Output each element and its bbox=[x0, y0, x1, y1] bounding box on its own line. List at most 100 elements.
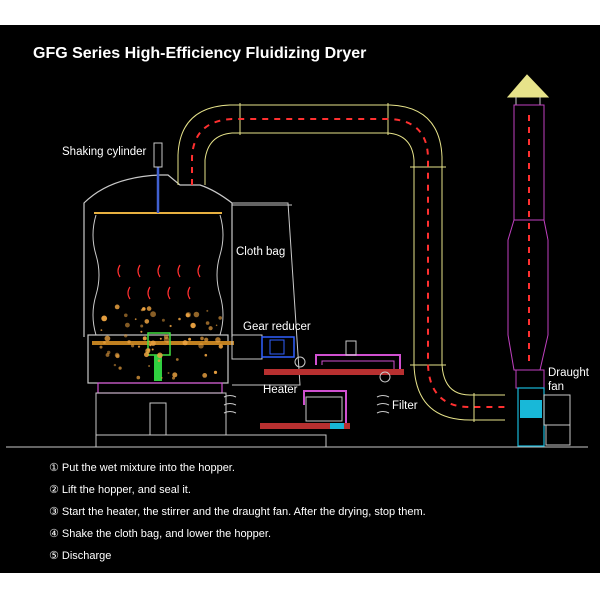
label-gear-reducer: Gear reducer bbox=[243, 321, 311, 333]
particle bbox=[142, 336, 147, 341]
heater-coil-bottom bbox=[260, 423, 350, 429]
dryer-diagram bbox=[6, 74, 588, 448]
particle bbox=[137, 345, 141, 348]
particle bbox=[205, 321, 210, 325]
valve bbox=[345, 340, 357, 356]
motor-body bbox=[261, 336, 295, 358]
particle bbox=[125, 322, 130, 328]
particle bbox=[136, 375, 141, 380]
label-filter: Filter bbox=[392, 400, 418, 412]
particle bbox=[114, 304, 120, 310]
particle bbox=[107, 350, 111, 355]
particle bbox=[148, 340, 151, 343]
particle bbox=[134, 318, 137, 321]
diagram-title: GFG Series High-Efficiency Fluidizing Dr… bbox=[33, 45, 367, 62]
heater-piping bbox=[260, 340, 404, 429]
particle bbox=[99, 345, 103, 349]
particle bbox=[113, 363, 117, 367]
particle bbox=[146, 306, 152, 311]
particle bbox=[150, 340, 156, 346]
particle bbox=[124, 334, 128, 338]
particle bbox=[204, 337, 209, 342]
particle bbox=[218, 316, 222, 320]
particle bbox=[127, 340, 131, 344]
draught-fan-body bbox=[517, 387, 571, 447]
stirrer-blade bbox=[154, 355, 162, 381]
cloth-bag-housing bbox=[232, 202, 301, 386]
particle bbox=[144, 352, 149, 358]
heater-coil-top bbox=[264, 369, 404, 375]
particle bbox=[172, 372, 178, 378]
diagram-canvas: GFG Series High-Efficiency Fluidizing Dr… bbox=[0, 25, 600, 573]
particle bbox=[200, 336, 204, 341]
particle bbox=[124, 313, 128, 318]
particle bbox=[204, 353, 208, 357]
particle bbox=[218, 344, 223, 349]
particle bbox=[190, 322, 196, 329]
particle bbox=[208, 326, 213, 331]
label-cloth-bag: Cloth bag bbox=[236, 246, 286, 258]
particle bbox=[150, 311, 157, 318]
dryer-body bbox=[83, 142, 327, 448]
chimney-cap bbox=[506, 74, 550, 98]
particle bbox=[151, 348, 154, 351]
bag-airflow-marks bbox=[117, 264, 201, 300]
dryer-dome bbox=[83, 174, 233, 337]
particle bbox=[206, 309, 209, 312]
base-frame bbox=[95, 392, 227, 436]
particle bbox=[140, 324, 144, 328]
particle bbox=[178, 317, 181, 321]
particle bbox=[159, 337, 162, 340]
shaking-cylinder-body bbox=[153, 142, 163, 168]
particle bbox=[175, 358, 179, 361]
particle bbox=[188, 337, 192, 341]
particle bbox=[157, 359, 161, 363]
particle bbox=[114, 352, 120, 358]
particle bbox=[157, 352, 163, 359]
particle bbox=[144, 319, 150, 324]
base-plate bbox=[97, 382, 223, 394]
particle bbox=[160, 377, 163, 379]
discharge-post bbox=[149, 402, 167, 436]
particle bbox=[131, 344, 135, 348]
chimney bbox=[506, 74, 550, 389]
particle bbox=[148, 365, 151, 367]
gear-reducer-assembly bbox=[231, 334, 295, 360]
particle bbox=[103, 341, 106, 344]
duct-airflow bbox=[191, 118, 505, 408]
particle bbox=[215, 337, 221, 343]
particle bbox=[161, 318, 165, 322]
particle bbox=[202, 373, 208, 378]
heater-box bbox=[305, 396, 343, 422]
particle bbox=[104, 335, 111, 342]
particles bbox=[99, 304, 223, 380]
particle bbox=[101, 316, 104, 319]
particle bbox=[100, 329, 103, 331]
particle bbox=[140, 330, 143, 333]
label-shaking-cylinder: Shaking cylinder bbox=[62, 146, 147, 158]
heat-waves bbox=[223, 395, 390, 414]
cloth-bag-outline bbox=[92, 214, 224, 336]
particle bbox=[213, 370, 218, 374]
particle bbox=[182, 340, 188, 346]
particle bbox=[118, 366, 122, 370]
label-draught-fan-1: Draught bbox=[548, 367, 589, 379]
label-heater: Heater bbox=[263, 384, 298, 396]
particle bbox=[215, 324, 218, 327]
label-draught-fan-2: fan bbox=[548, 381, 564, 393]
foundation bbox=[95, 434, 327, 448]
particle bbox=[198, 343, 204, 349]
particle bbox=[145, 348, 151, 354]
stirrer-shaft bbox=[92, 341, 234, 345]
particle bbox=[193, 311, 200, 318]
gear-reducer-body bbox=[231, 334, 263, 360]
particle bbox=[167, 372, 170, 374]
upper-duct bbox=[177, 103, 505, 422]
particle bbox=[169, 324, 172, 328]
